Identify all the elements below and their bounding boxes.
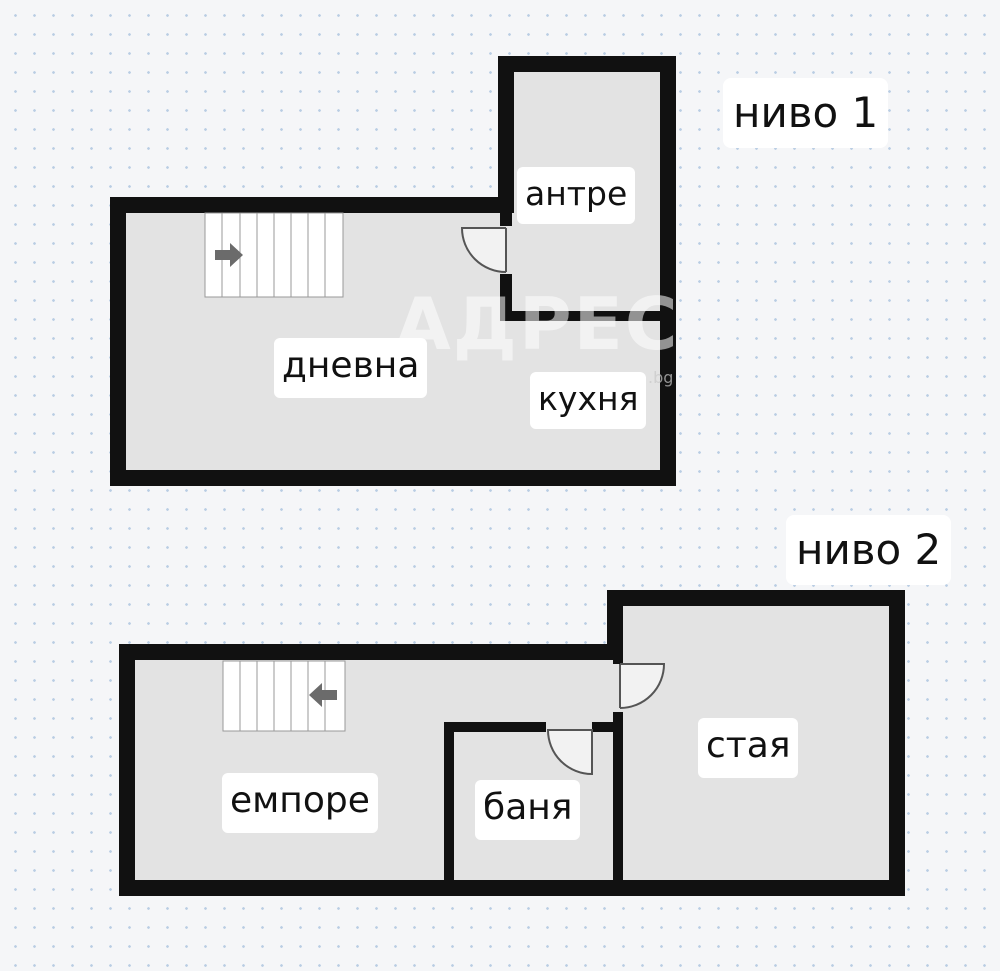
gallery-floor	[127, 652, 615, 888]
stairs-level-1	[204, 212, 344, 298]
watermark-logo: АДРЕС	[395, 282, 680, 366]
level-1-plan	[110, 56, 676, 486]
stairs-level-2	[222, 660, 346, 732]
hall-door	[460, 227, 507, 273]
level-2-title: ниво 2	[786, 515, 952, 585]
stairs-arrow-left-icon	[309, 683, 337, 707]
watermark-domain: .bg	[648, 368, 674, 387]
room-label-bathroom: баня	[475, 780, 581, 840]
room-label-gallery: емпоре	[222, 773, 378, 833]
bathroom-door	[546, 729, 593, 776]
room-label-hall: антре	[517, 167, 636, 224]
room-label-room: стая	[698, 718, 799, 778]
level-1-title: ниво 1	[723, 78, 889, 148]
room-door	[619, 663, 666, 709]
room-label-kitchen: кухня	[530, 372, 647, 429]
stairs-arrow-right-icon	[215, 243, 243, 267]
room-label-living: дневна	[274, 338, 428, 398]
